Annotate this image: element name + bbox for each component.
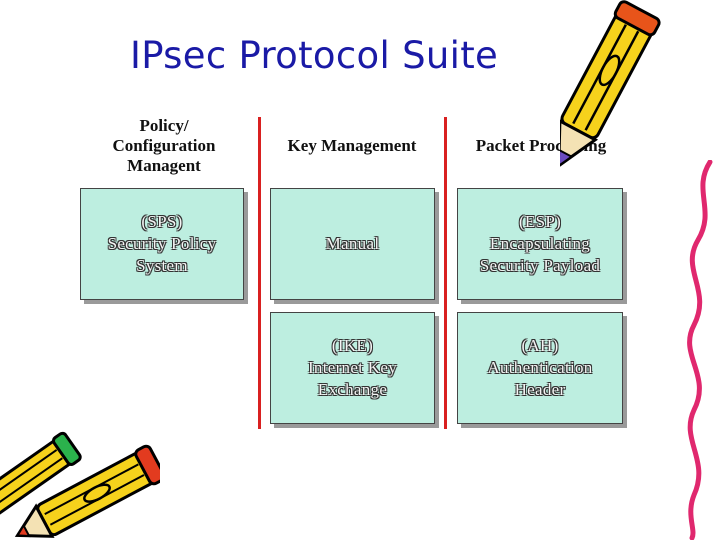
ah-box-line: (AH) <box>521 335 558 357</box>
esp-box: (ESP) Encapsulating Security Payload <box>457 188 623 300</box>
ah-box-line: Authentication <box>487 357 592 379</box>
ike-box-line: Internet Key <box>308 357 397 379</box>
page-title: IPsec Protocol Suite <box>130 34 498 77</box>
column-divider <box>258 117 261 429</box>
sps-box: (SPS) Security Policy System <box>80 188 244 300</box>
pencil-icon <box>0 428 160 540</box>
column-header-policy-line: Policy/ <box>82 116 246 136</box>
column-header-key-management: Key Management <box>268 136 436 156</box>
sps-box-line: (SPS) <box>141 211 182 233</box>
manual-box: Manual <box>270 188 435 300</box>
sps-box-line: System <box>136 255 188 277</box>
ike-box: (IKE) Internet Key Exchange <box>270 312 435 424</box>
squiggle-line <box>672 160 720 540</box>
esp-box-line: Encapsulating <box>490 233 590 255</box>
column-header-policy: Policy/ Configuration Managent <box>82 116 246 176</box>
ike-box-line: (IKE) <box>332 335 373 357</box>
column-header-policy-line: Managent <box>82 156 246 176</box>
column-divider <box>444 117 447 429</box>
sps-box-line: Security Policy <box>108 233 217 255</box>
esp-box-line: Security Payload <box>480 255 600 277</box>
ah-box: (AH) Authentication Header <box>457 312 623 424</box>
pencil-icon <box>560 0 720 185</box>
column-header-policy-line: Configuration <box>82 136 246 156</box>
ike-box-line: Exchange <box>318 379 387 401</box>
manual-box-line: Manual <box>326 233 380 255</box>
ah-box-line: Header <box>515 379 566 401</box>
esp-box-line: (ESP) <box>519 211 561 233</box>
